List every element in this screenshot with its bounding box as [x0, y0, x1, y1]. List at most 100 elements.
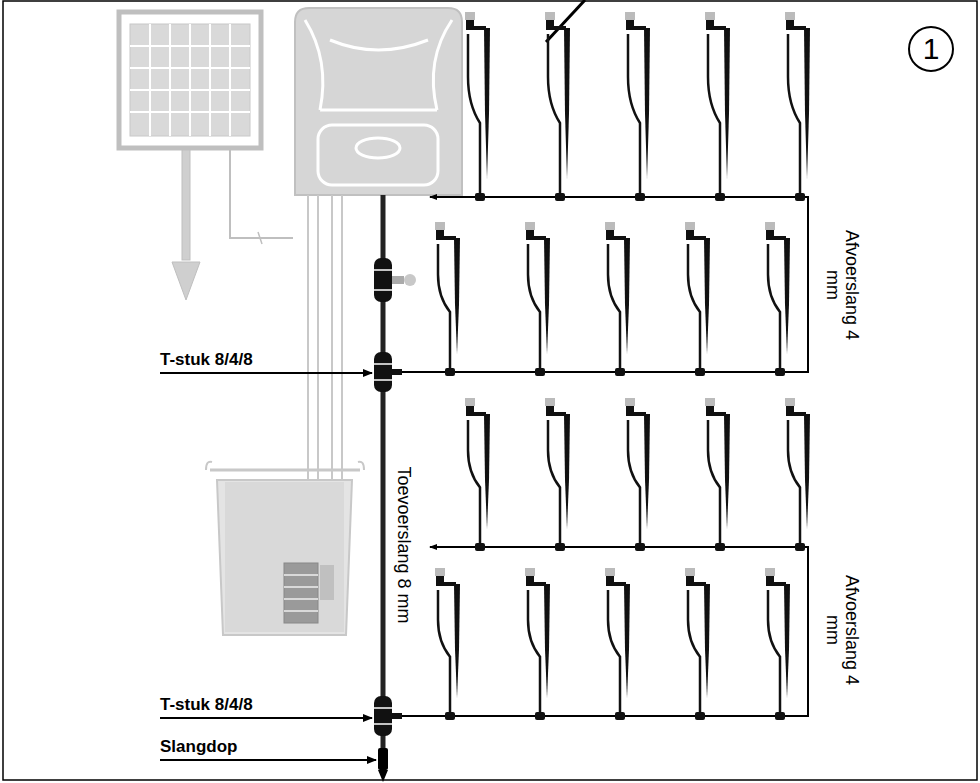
dripper [606, 230, 614, 240]
dripper [705, 398, 715, 406]
dripper [545, 12, 555, 20]
pump-controller [295, 8, 462, 195]
dripper [548, 420, 560, 543]
dripper [475, 193, 485, 201]
dripper [625, 398, 635, 406]
t-piece [374, 696, 402, 736]
hose-label: Afvoerslang 4 mm [823, 229, 861, 341]
dripper [526, 576, 534, 586]
dripper [484, 28, 490, 179]
dripper [784, 238, 790, 354]
hose-cap [378, 748, 388, 770]
dripper [704, 238, 710, 354]
dripper [686, 576, 694, 586]
dripper [605, 222, 615, 230]
dripper [685, 222, 695, 230]
dripper [544, 584, 550, 698]
part-label: T-stuk 8/4/8 [160, 695, 253, 715]
dripper [546, 406, 554, 416]
dripper [605, 568, 615, 576]
dripper [435, 222, 445, 230]
dripper [548, 34, 560, 193]
dripper [768, 244, 780, 368]
dripper [804, 414, 810, 529]
dripper [445, 368, 455, 376]
dripper [705, 12, 715, 20]
dripper [704, 584, 710, 698]
solar-panel [119, 12, 293, 300]
dripper [525, 222, 535, 230]
dripper [528, 244, 540, 368]
dripper [775, 368, 785, 376]
dripper [468, 420, 480, 543]
dripper [555, 543, 565, 551]
callout-circle: 1 [908, 26, 954, 72]
dripper [706, 20, 714, 30]
dripper [624, 584, 630, 698]
dripper [785, 398, 795, 406]
dripper [708, 34, 720, 193]
hose-label: Afvoerslang 4 mm [823, 574, 861, 686]
dripper [765, 222, 775, 230]
dripper [795, 193, 805, 201]
dripper [438, 590, 450, 712]
dripper [475, 543, 485, 551]
dripper [528, 590, 540, 712]
dripper [724, 414, 730, 529]
dripper [615, 368, 625, 376]
hose-label: Toevoerslang 8 mm [395, 466, 414, 623]
dripper [564, 414, 570, 529]
dripper [784, 584, 790, 698]
dripper [608, 590, 620, 712]
dripper [628, 420, 640, 543]
dripper [635, 543, 645, 551]
dripper [695, 368, 705, 376]
dripper [775, 712, 785, 720]
part-label: Slangdop [160, 737, 237, 757]
dripper [454, 238, 460, 354]
dripper [795, 543, 805, 551]
dripper [435, 568, 445, 576]
drain-hose [402, 197, 808, 716]
dripper [454, 584, 460, 698]
dripper [625, 12, 635, 20]
dripper [635, 193, 645, 201]
leader-arrow [160, 373, 376, 760]
dripper [685, 568, 695, 576]
dripper [695, 712, 705, 720]
dripper [465, 12, 475, 20]
dripper [624, 238, 630, 354]
dripper [436, 230, 444, 240]
dripper [785, 12, 795, 20]
hose-end [378, 770, 388, 782]
dripper [766, 230, 774, 240]
dripper [545, 398, 555, 406]
frame [3, 1, 977, 780]
dripper [555, 193, 565, 201]
dripper [686, 230, 694, 240]
dripper [546, 20, 554, 30]
dripper [438, 244, 450, 368]
dripper [708, 420, 720, 543]
dripper [628, 34, 640, 193]
dripper [786, 20, 794, 30]
dripper [688, 244, 700, 368]
dripper [644, 414, 650, 529]
dripper [766, 576, 774, 586]
dripper [706, 406, 714, 416]
dripper [688, 590, 700, 712]
dripper [436, 576, 444, 586]
dripper [788, 420, 800, 543]
dripper [626, 406, 634, 416]
dripper [535, 712, 545, 720]
dripper [608, 244, 620, 368]
dripper [564, 28, 570, 179]
dripper [465, 398, 475, 406]
dripper [724, 28, 730, 179]
dripper [606, 576, 614, 586]
dripper [615, 712, 625, 720]
t-piece [374, 352, 402, 392]
dripper [468, 34, 480, 193]
dripper [535, 368, 545, 376]
